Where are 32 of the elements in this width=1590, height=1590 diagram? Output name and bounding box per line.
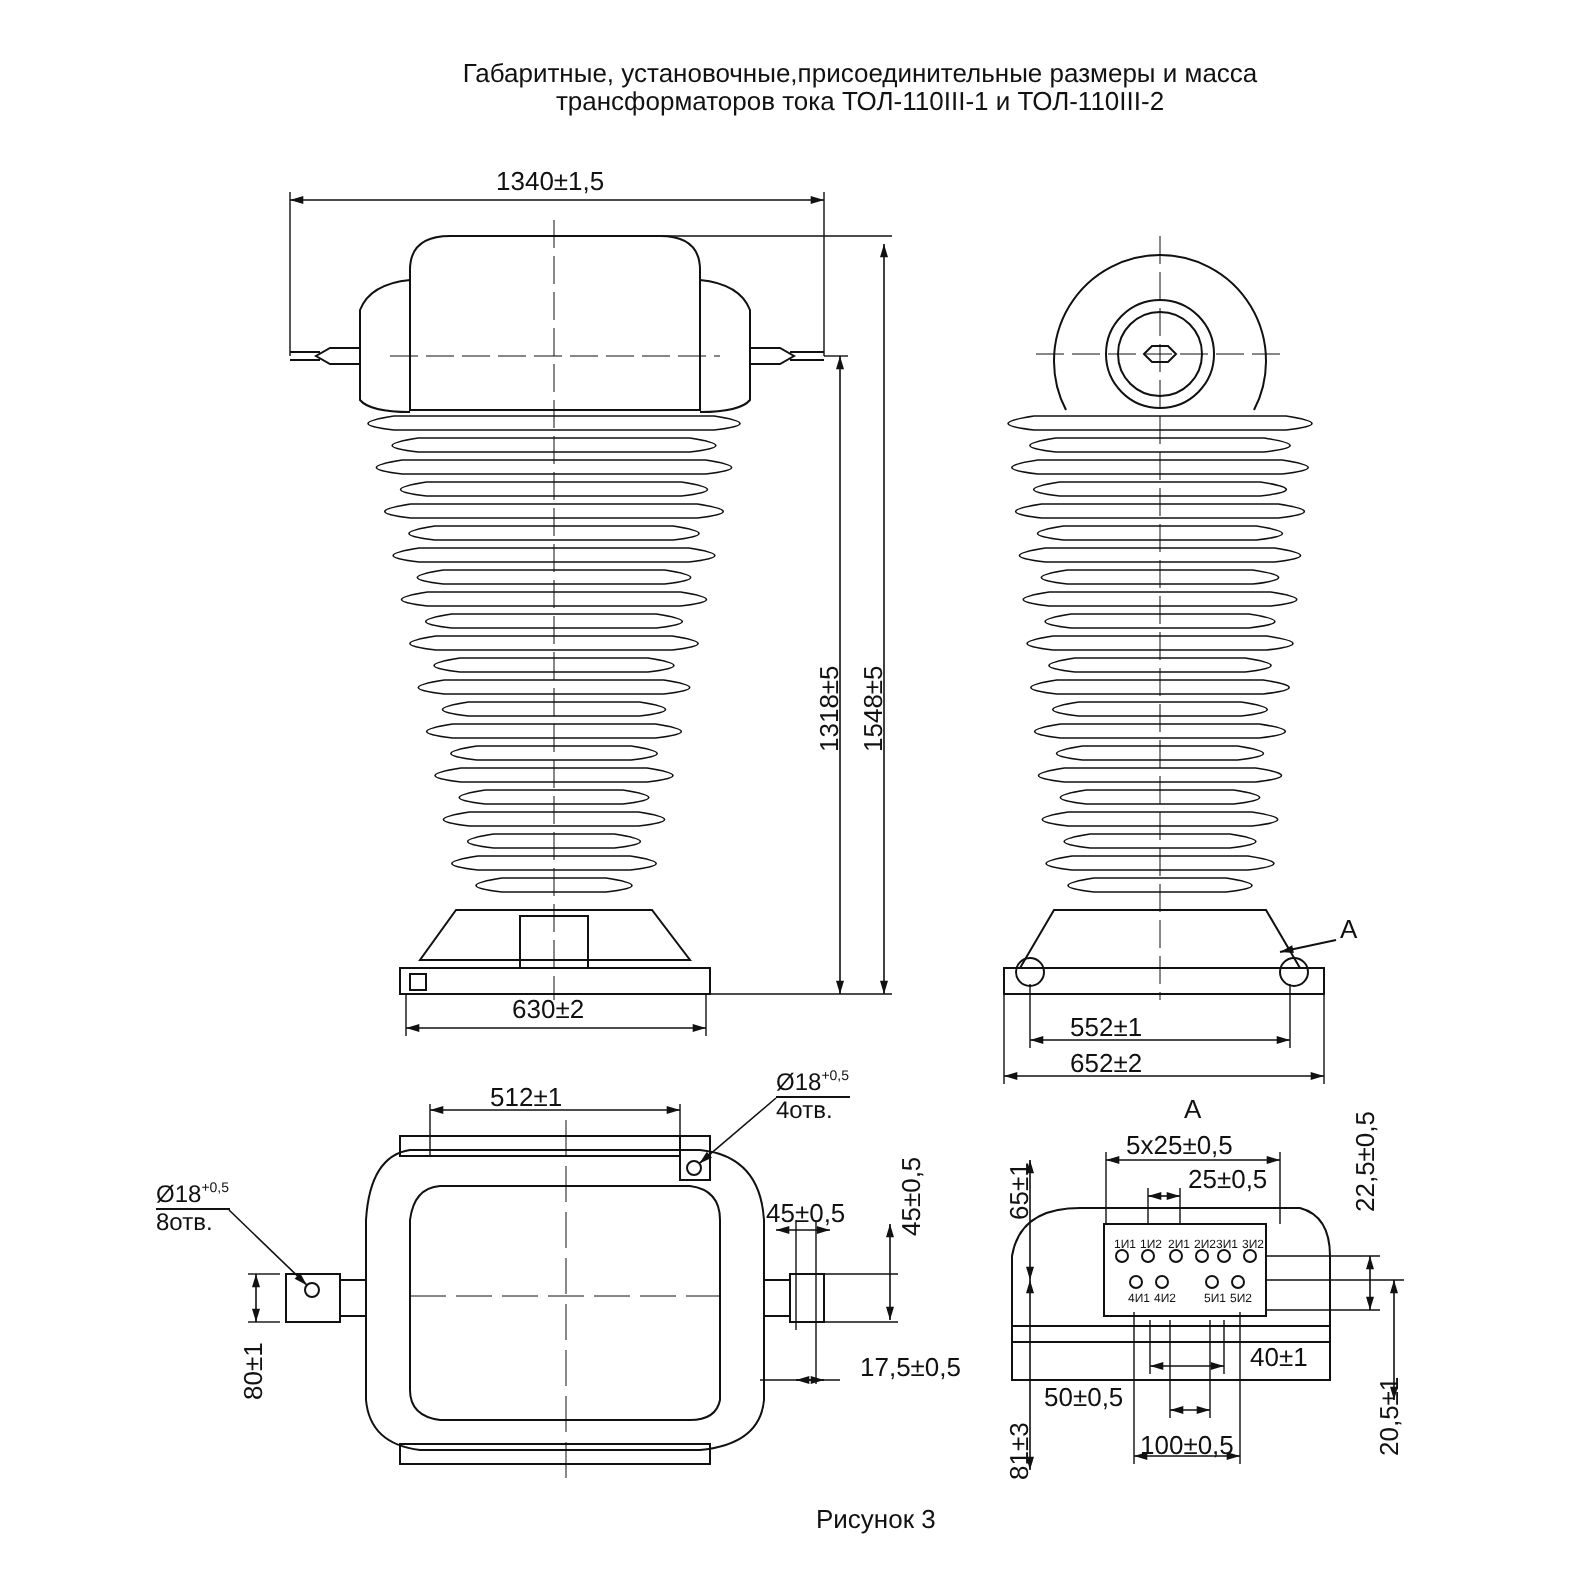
dimension-label: 45±0,5 bbox=[898, 1156, 926, 1236]
dimension-label: 512±1 bbox=[490, 1084, 563, 1112]
dimension-label: 22,5±0,5 bbox=[1352, 1110, 1380, 1212]
dimension-label: 552±1 bbox=[1070, 1014, 1143, 1042]
dimension-label: 50±0,5 bbox=[1044, 1384, 1124, 1412]
leader-line bbox=[698, 1097, 777, 1165]
hole-count-label: 8отв. bbox=[156, 1210, 215, 1236]
hole-diameter-label: Ø18$^{+0,5}$ bbox=[156, 1176, 230, 1210]
dimension-label: 5x25±0,5 bbox=[1126, 1132, 1233, 1160]
mounting-hole bbox=[304, 1282, 320, 1298]
view-label: А bbox=[1184, 1096, 1202, 1124]
dimension-label: 25±0,5 bbox=[1188, 1166, 1268, 1194]
leader-line bbox=[228, 1209, 308, 1286]
dimension-label: 1340±1,5 bbox=[496, 168, 605, 196]
dimension-label: 652±2 bbox=[1070, 1050, 1143, 1078]
dimension-label: 45±0,5 bbox=[766, 1200, 846, 1228]
dimension-label: 17,5±0,5 bbox=[860, 1354, 962, 1382]
dimension-label: 20,5±1 bbox=[1376, 1376, 1404, 1456]
mounting-hole bbox=[686, 1160, 702, 1176]
hole-diameter-label: Ø18$^{+0,5}$ bbox=[776, 1064, 850, 1098]
dimension-label: 1548±5 bbox=[860, 665, 888, 752]
view-label: А bbox=[1340, 916, 1358, 944]
dimension-label: 81±3 bbox=[1006, 1422, 1034, 1480]
dimension-label: 630±2 bbox=[512, 996, 585, 1024]
dimension-label: 100±0,5 bbox=[1140, 1432, 1234, 1460]
dimension-label: 40±1 bbox=[1250, 1344, 1308, 1372]
hole-count-label: 4отв. bbox=[776, 1098, 835, 1124]
dimension-label: 1318±5 bbox=[816, 665, 844, 752]
title: Габаритные, установочные,присоединительные размеры и масса трансформаторов тока ТОЛ-110III-1 и ТОЛ-110III-2 bbox=[460, 60, 1260, 116]
dimension-label: 80±1 bbox=[240, 1342, 268, 1400]
dimension-label: 65±1 bbox=[1006, 1162, 1034, 1220]
caption: Рисунок 3 bbox=[816, 1506, 936, 1534]
